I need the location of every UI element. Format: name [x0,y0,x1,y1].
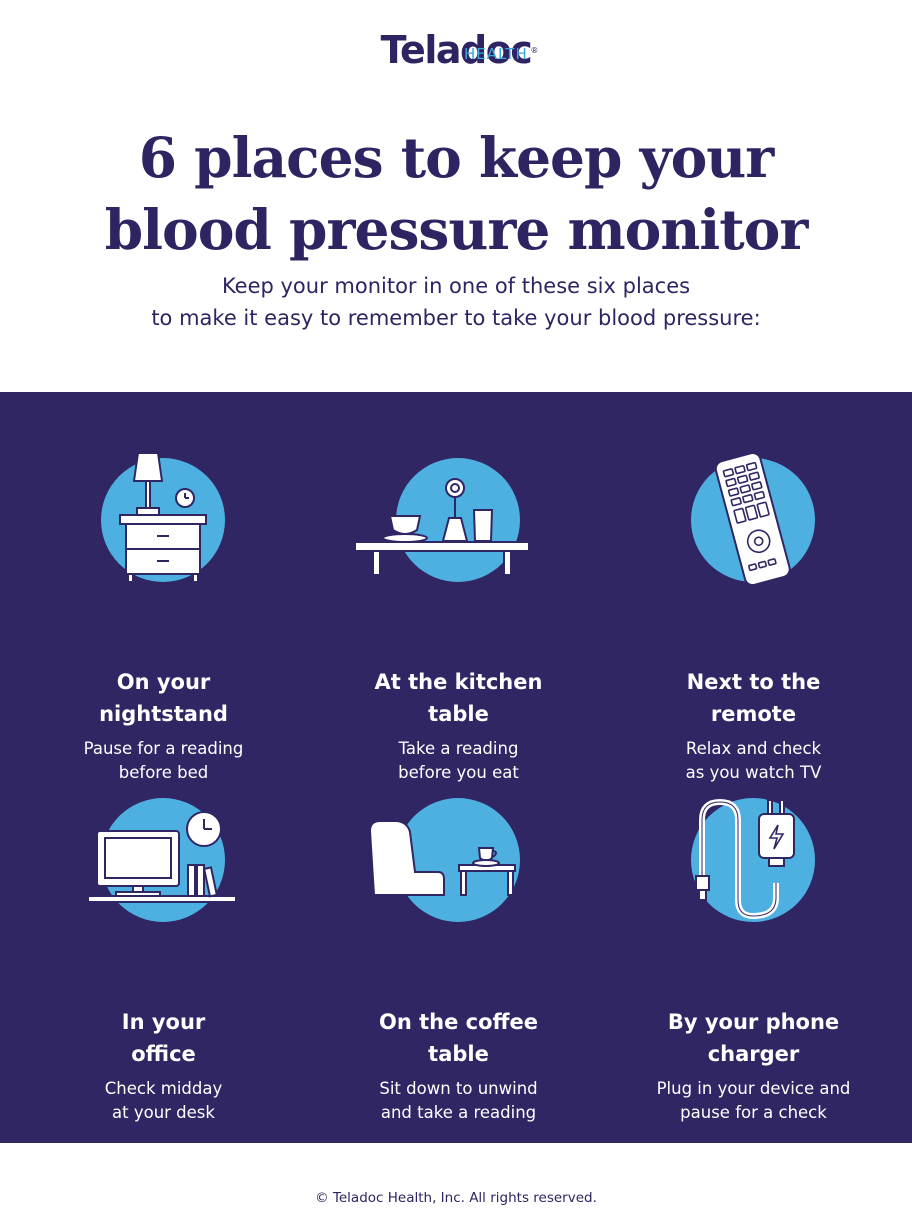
title-line-2: blood pressure monitor [104,197,809,262]
page-title: 6 places to keep your blood pressure mon… [0,122,912,266]
intro-line-1: Keep your monitor in one of these six pl… [221,274,691,298]
logo-wordmark: Teladoc® [380,28,539,72]
office-desk-icon [87,798,237,922]
kitchen-table-icon [354,458,530,582]
title-line-1: 6 places to keep your [138,125,775,190]
nightstand-icon [101,452,225,583]
coffee-table-icon [368,798,520,922]
intro-text: Keep your monitor in one of these six pl… [0,270,912,334]
registered-mark: ® [530,46,539,55]
logo-subtitle: HEALTH [464,45,528,63]
teladoc-logo: Teladoc® [0,30,912,70]
phone-charger-icon [691,798,815,922]
copyright-footer: © Teladoc Health, Inc. All rights reserv… [315,1190,597,1206]
intro-line-2: to make it easy to remember to take your… [151,306,761,330]
remote-icon [691,452,815,587]
